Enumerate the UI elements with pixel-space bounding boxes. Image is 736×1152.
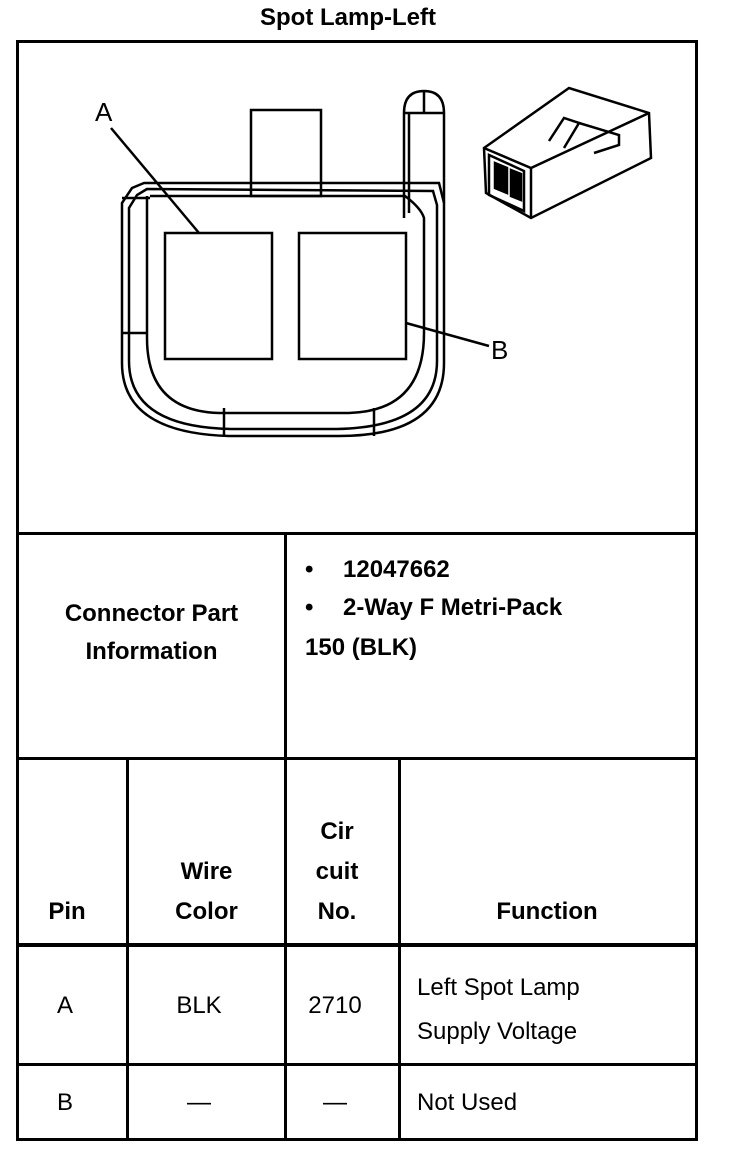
divider-row-a-bottom bbox=[16, 1063, 698, 1066]
row-b-pin: B bbox=[56, 1089, 73, 1116]
connector-latch-tab bbox=[249, 108, 323, 198]
header-function: Function bbox=[496, 898, 598, 925]
leader-line-b bbox=[405, 321, 490, 348]
row-a-pin: A bbox=[56, 992, 73, 1019]
divider-header-bottom bbox=[16, 943, 698, 947]
divider-col-pin bbox=[126, 757, 129, 1141]
connector-housing-outer bbox=[120, 181, 446, 438]
header-circuit-line2: cuit bbox=[315, 858, 359, 885]
divider-col-wire bbox=[284, 757, 287, 1141]
header-wire-color: Wire Color bbox=[129, 852, 284, 932]
row-b-circuit: — bbox=[323, 1089, 347, 1116]
header-circuit-line1: Cir bbox=[320, 818, 354, 845]
terminal-cavity-b bbox=[297, 231, 408, 361]
row-a-function-line1: Left Spot Lamp bbox=[417, 974, 580, 1001]
header-circuit-line3: No. bbox=[317, 898, 357, 925]
leader-line-a bbox=[110, 127, 200, 234]
header-wire-line2: Color bbox=[175, 898, 238, 925]
row-a-circuit: 2710 bbox=[308, 992, 362, 1019]
header-circuit-no: Cir cuit No. bbox=[287, 812, 387, 932]
divider-col-circuit bbox=[398, 757, 401, 1141]
connector-info-label: Connector Part Information bbox=[19, 595, 284, 671]
row-a-wire: BLK bbox=[176, 992, 222, 1019]
connector-info-label-line1: Connector Part bbox=[64, 600, 239, 627]
connector-diagram: A B bbox=[95, 86, 653, 438]
header-pin: Pin bbox=[48, 898, 86, 925]
page-title: Spot Lamp-Left bbox=[260, 4, 436, 31]
description-line1: 2-Way F Metri-Pack bbox=[343, 594, 563, 621]
pin-label-a: A bbox=[95, 97, 113, 127]
connector-isometric-view bbox=[482, 86, 653, 220]
description-line2: 150 (BLK) bbox=[305, 634, 418, 661]
divider-info-column bbox=[284, 532, 287, 760]
row-b-function: Not Used bbox=[417, 1089, 518, 1116]
divider-info-bottom bbox=[16, 757, 698, 760]
connector-info-label-line2: Information bbox=[85, 638, 218, 665]
row-b-wire: — bbox=[187, 1089, 211, 1116]
pin-label-b: B bbox=[491, 335, 508, 365]
connector-body bbox=[145, 194, 426, 415]
terminal-cavity-a bbox=[163, 231, 274, 361]
divider-diagram-bottom bbox=[16, 532, 698, 535]
bullet-icon: • bbox=[305, 594, 314, 621]
description-item: • 2-Way F Metri-Pack bbox=[305, 594, 562, 622]
row-a-function: Left Spot Lamp Supply Voltage bbox=[417, 966, 580, 1054]
header-wire-line1: Wire bbox=[180, 858, 233, 885]
row-a-function-line2: Supply Voltage bbox=[417, 1018, 578, 1045]
part-number: 12047662 bbox=[343, 556, 450, 583]
part-number-item: • 12047662 bbox=[305, 556, 450, 584]
connector-table-frame bbox=[16, 40, 698, 1141]
bullet-icon: • bbox=[305, 556, 314, 583]
connector-housing-inner bbox=[127, 187, 439, 431]
